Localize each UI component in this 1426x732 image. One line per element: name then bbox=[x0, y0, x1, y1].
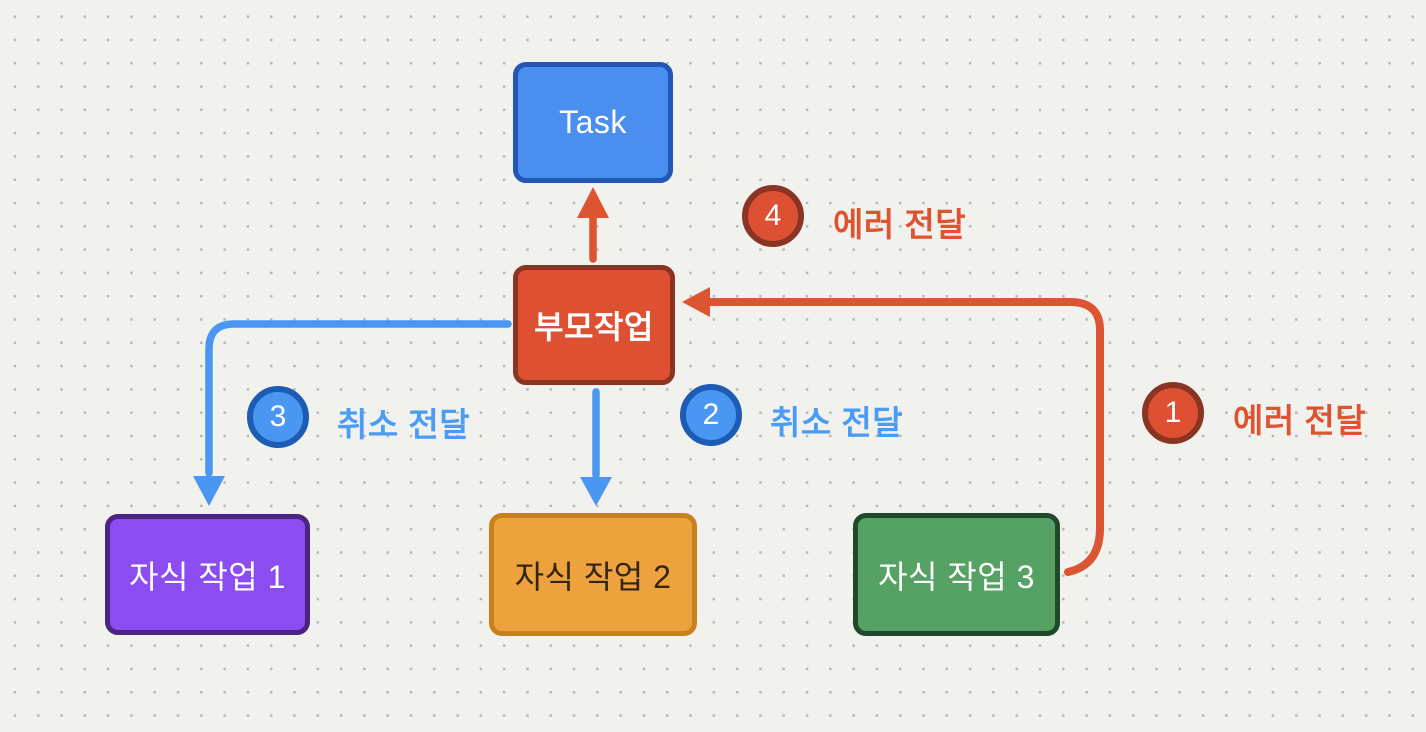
step-marker-4[interactable]: 4 bbox=[742, 185, 804, 247]
node-task[interactable]: Task bbox=[513, 62, 673, 183]
arrow-parent-to-child2[interactable] bbox=[580, 388, 612, 506]
node-child-task-2[interactable]: 자식 작업 2 bbox=[489, 513, 697, 636]
step-label-2: 취소 전달 bbox=[770, 404, 904, 441]
node-child-task-3[interactable]: 자식 작업 3 bbox=[853, 513, 1060, 636]
step-marker-3-number: 3 bbox=[269, 400, 287, 433]
node-task-label: Task bbox=[559, 104, 627, 140]
step-marker-2[interactable]: 2 bbox=[680, 384, 742, 446]
arrow-child3-to-parent[interactable] bbox=[682, 287, 1104, 576]
step-marker-3[interactable]: 3 bbox=[247, 386, 309, 448]
step-label-1: 에러 전달 bbox=[1233, 402, 1367, 439]
node-child-task-1[interactable]: 자식 작업 1 bbox=[105, 514, 310, 635]
step-marker-2-number: 2 bbox=[702, 398, 720, 431]
step-label-4: 에러 전달 bbox=[833, 206, 967, 243]
step-marker-1[interactable]: 1 bbox=[1142, 382, 1204, 444]
step-marker-4-number: 4 bbox=[764, 199, 782, 232]
step-marker-1-number: 1 bbox=[1164, 396, 1182, 429]
node-child-task-3-label: 자식 작업 3 bbox=[878, 558, 1035, 595]
node-child-task-2-label: 자식 작업 2 bbox=[514, 558, 672, 595]
node-child-task-1-label: 자식 작업 1 bbox=[129, 558, 286, 595]
arrow-parent-to-task[interactable] bbox=[577, 187, 609, 263]
arrow-parent-to-child1[interactable] bbox=[193, 320, 512, 506]
node-parent-task[interactable]: 부모작업 bbox=[513, 265, 675, 385]
node-parent-task-label: 부모작업 bbox=[534, 309, 654, 345]
step-label-3: 취소 전달 bbox=[337, 406, 471, 443]
